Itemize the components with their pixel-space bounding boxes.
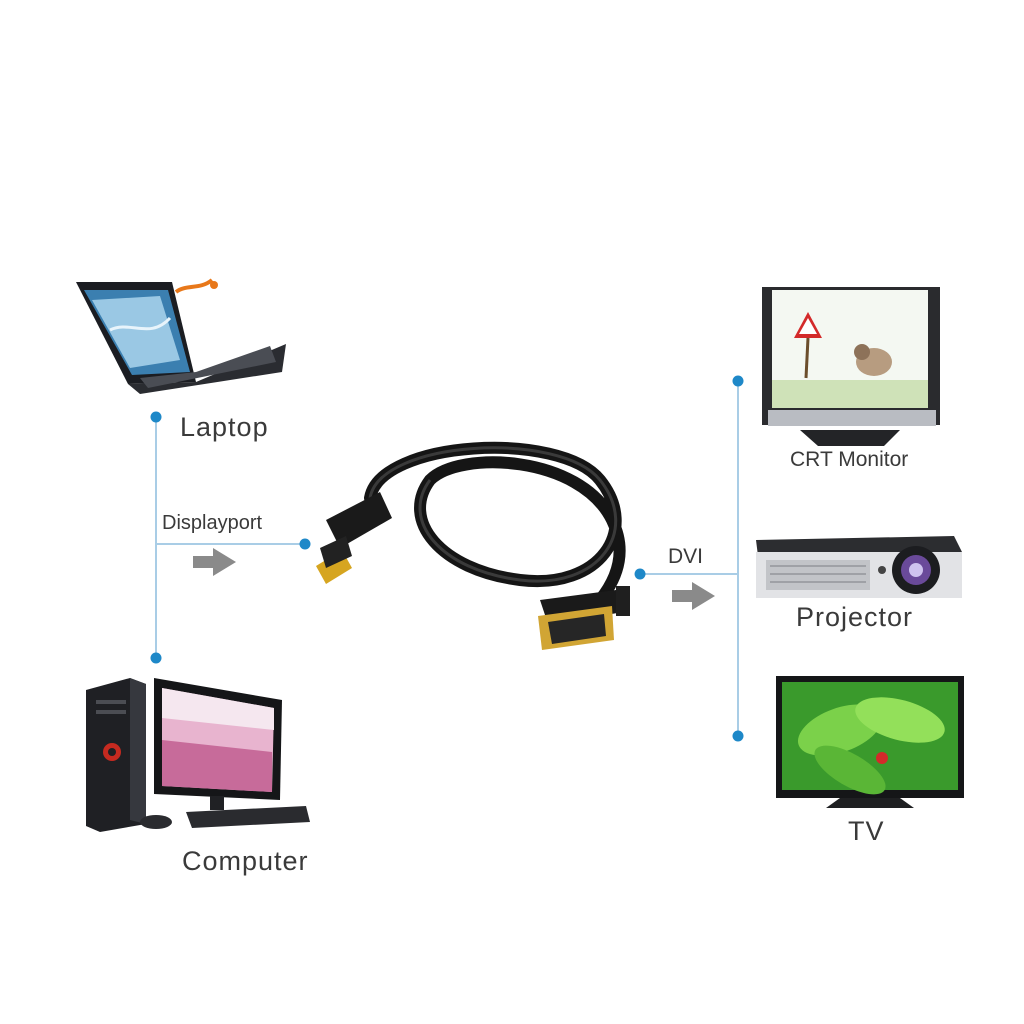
connector-dot-crt bbox=[732, 375, 744, 387]
connector-dot-dvi bbox=[634, 568, 646, 580]
arrow-right-icon bbox=[193, 548, 236, 576]
connector-dot-tv bbox=[732, 730, 744, 742]
computer-label: Computer bbox=[182, 846, 309, 876]
crt-monitor-label: CRT Monitor bbox=[790, 448, 909, 471]
dvi-label: DVI bbox=[668, 545, 704, 568]
projector-label: Projector bbox=[796, 602, 914, 632]
connector-dot-laptop bbox=[150, 411, 162, 423]
arrow-right-icon bbox=[672, 582, 715, 610]
tv-label: TV bbox=[848, 816, 885, 846]
connector-dot-displayport bbox=[299, 538, 311, 550]
connector-dot-computer bbox=[150, 652, 162, 664]
displayport-label: Displayport bbox=[162, 512, 263, 534]
laptop-label: Laptop bbox=[180, 412, 269, 442]
